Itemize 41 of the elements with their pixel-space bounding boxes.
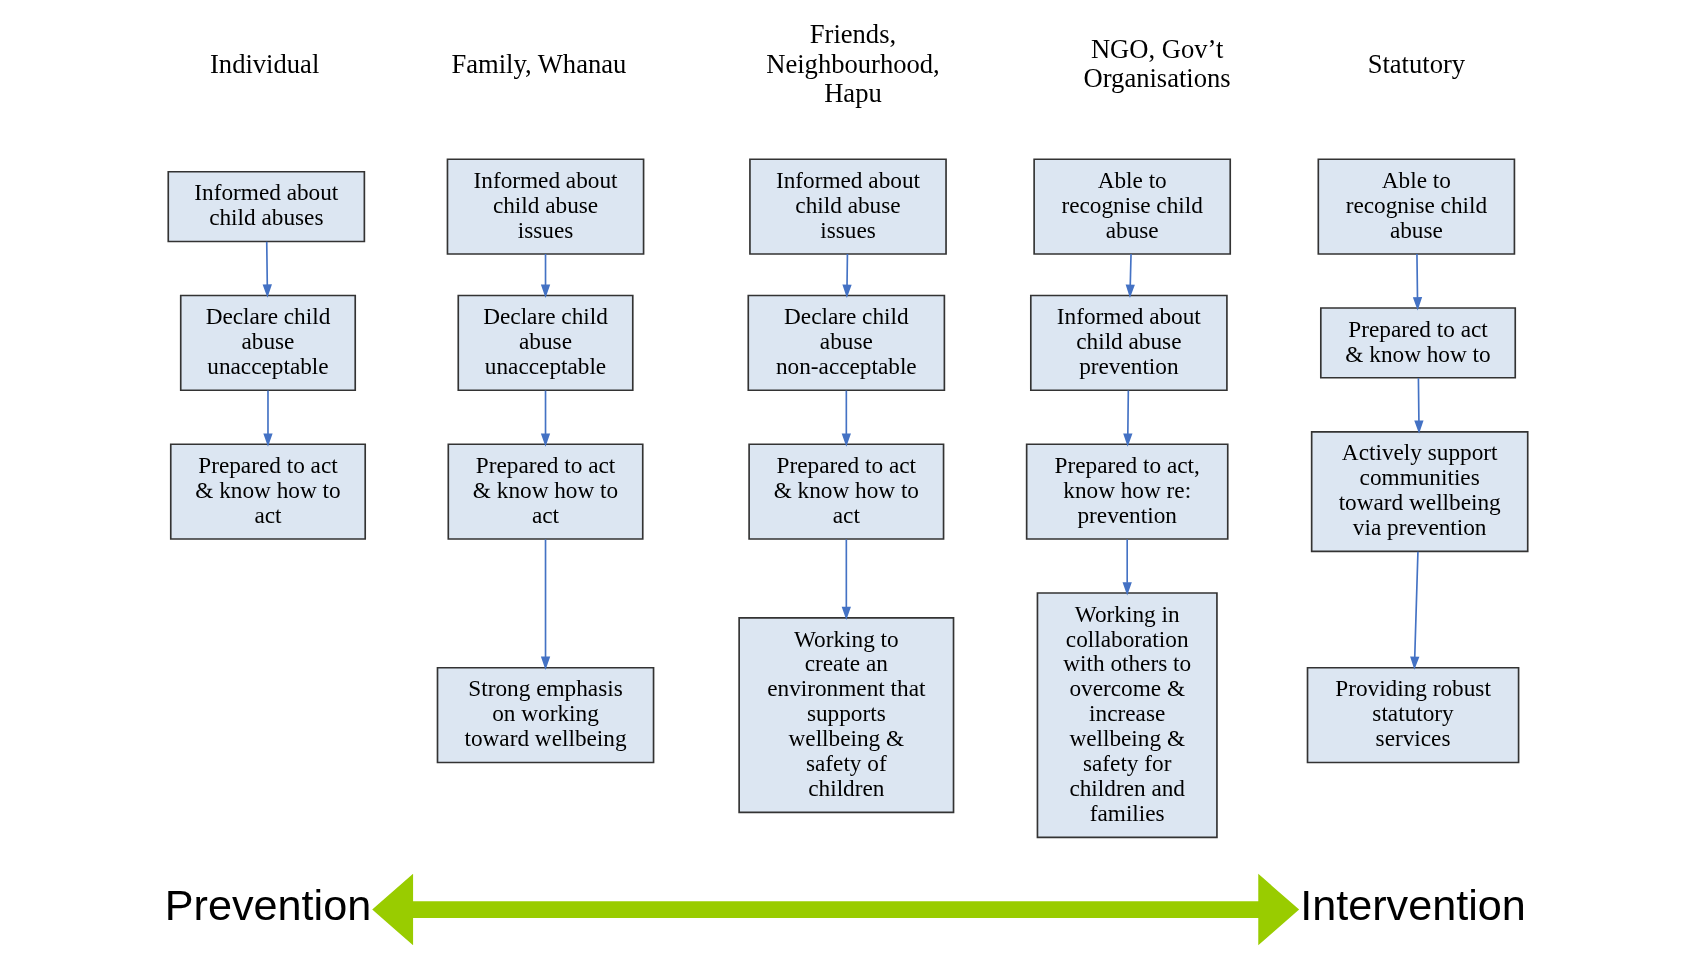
label: Family, Whanau [451, 48, 627, 79]
node-box: Strong emphasis on working toward wellbeing [436, 666, 655, 764]
node-box: Working to create an environment that supports wellbeing & safety of children [738, 617, 955, 814]
node-box: Declare child abuse unacceptable [179, 294, 357, 392]
node-box: Providing robust statutory services [1306, 666, 1520, 764]
label: NGO, Gov’t Organisations [1083, 33, 1231, 94]
node-box: Prepared to act, know how re: prevention [1025, 443, 1229, 540]
node-box: Informed about child abuse prevention [1029, 294, 1228, 392]
arrow [540, 389, 551, 447]
arrow [540, 253, 551, 298]
node-box: Prepared to act & know how to act [748, 443, 945, 540]
label: Statutory [1367, 48, 1466, 79]
node-box: Working in collaboration with others to overcome & increase wellbeing & safety for children and families [1036, 592, 1218, 839]
node-text: Prevention [164, 881, 372, 930]
node-box: Able to recognise child abuse [1033, 158, 1232, 255]
arrow [263, 389, 273, 447]
arrow [1414, 377, 1424, 434]
node-box: Declare child abuse non-acceptable [747, 294, 946, 392]
node-box: Actively support communities toward wellbeing via prevention [1310, 430, 1529, 553]
label: Friends, Neighbourhood, Hapu [766, 18, 940, 109]
arrow [1122, 538, 1132, 596]
node-text: Intervention [1300, 881, 1526, 930]
node-box: Prepared to act & know how to act [447, 443, 644, 540]
node-box: Prepared to act & know how to act [169, 443, 367, 540]
node-box: Prepared to act & know how to [1320, 307, 1517, 379]
node-box: Declare child abuse unacceptable [457, 294, 634, 392]
arrow [1412, 253, 1423, 311]
label: Individual [210, 48, 320, 79]
node-box: Able to recognise child abuse [1317, 158, 1516, 255]
arrow [372, 873, 1300, 946]
node-box: Informed about child abuse issues [446, 158, 645, 255]
arrow [841, 389, 851, 447]
node-box: Informed about child abuse issues [749, 158, 947, 255]
arrow [841, 538, 851, 620]
node-box: Informed about child abuses [167, 170, 366, 243]
arrow [1125, 253, 1135, 298]
arrow [540, 538, 551, 670]
arrow [262, 241, 272, 298]
arrow [1410, 550, 1420, 670]
arrow [842, 253, 852, 298]
arrow [1123, 389, 1133, 447]
